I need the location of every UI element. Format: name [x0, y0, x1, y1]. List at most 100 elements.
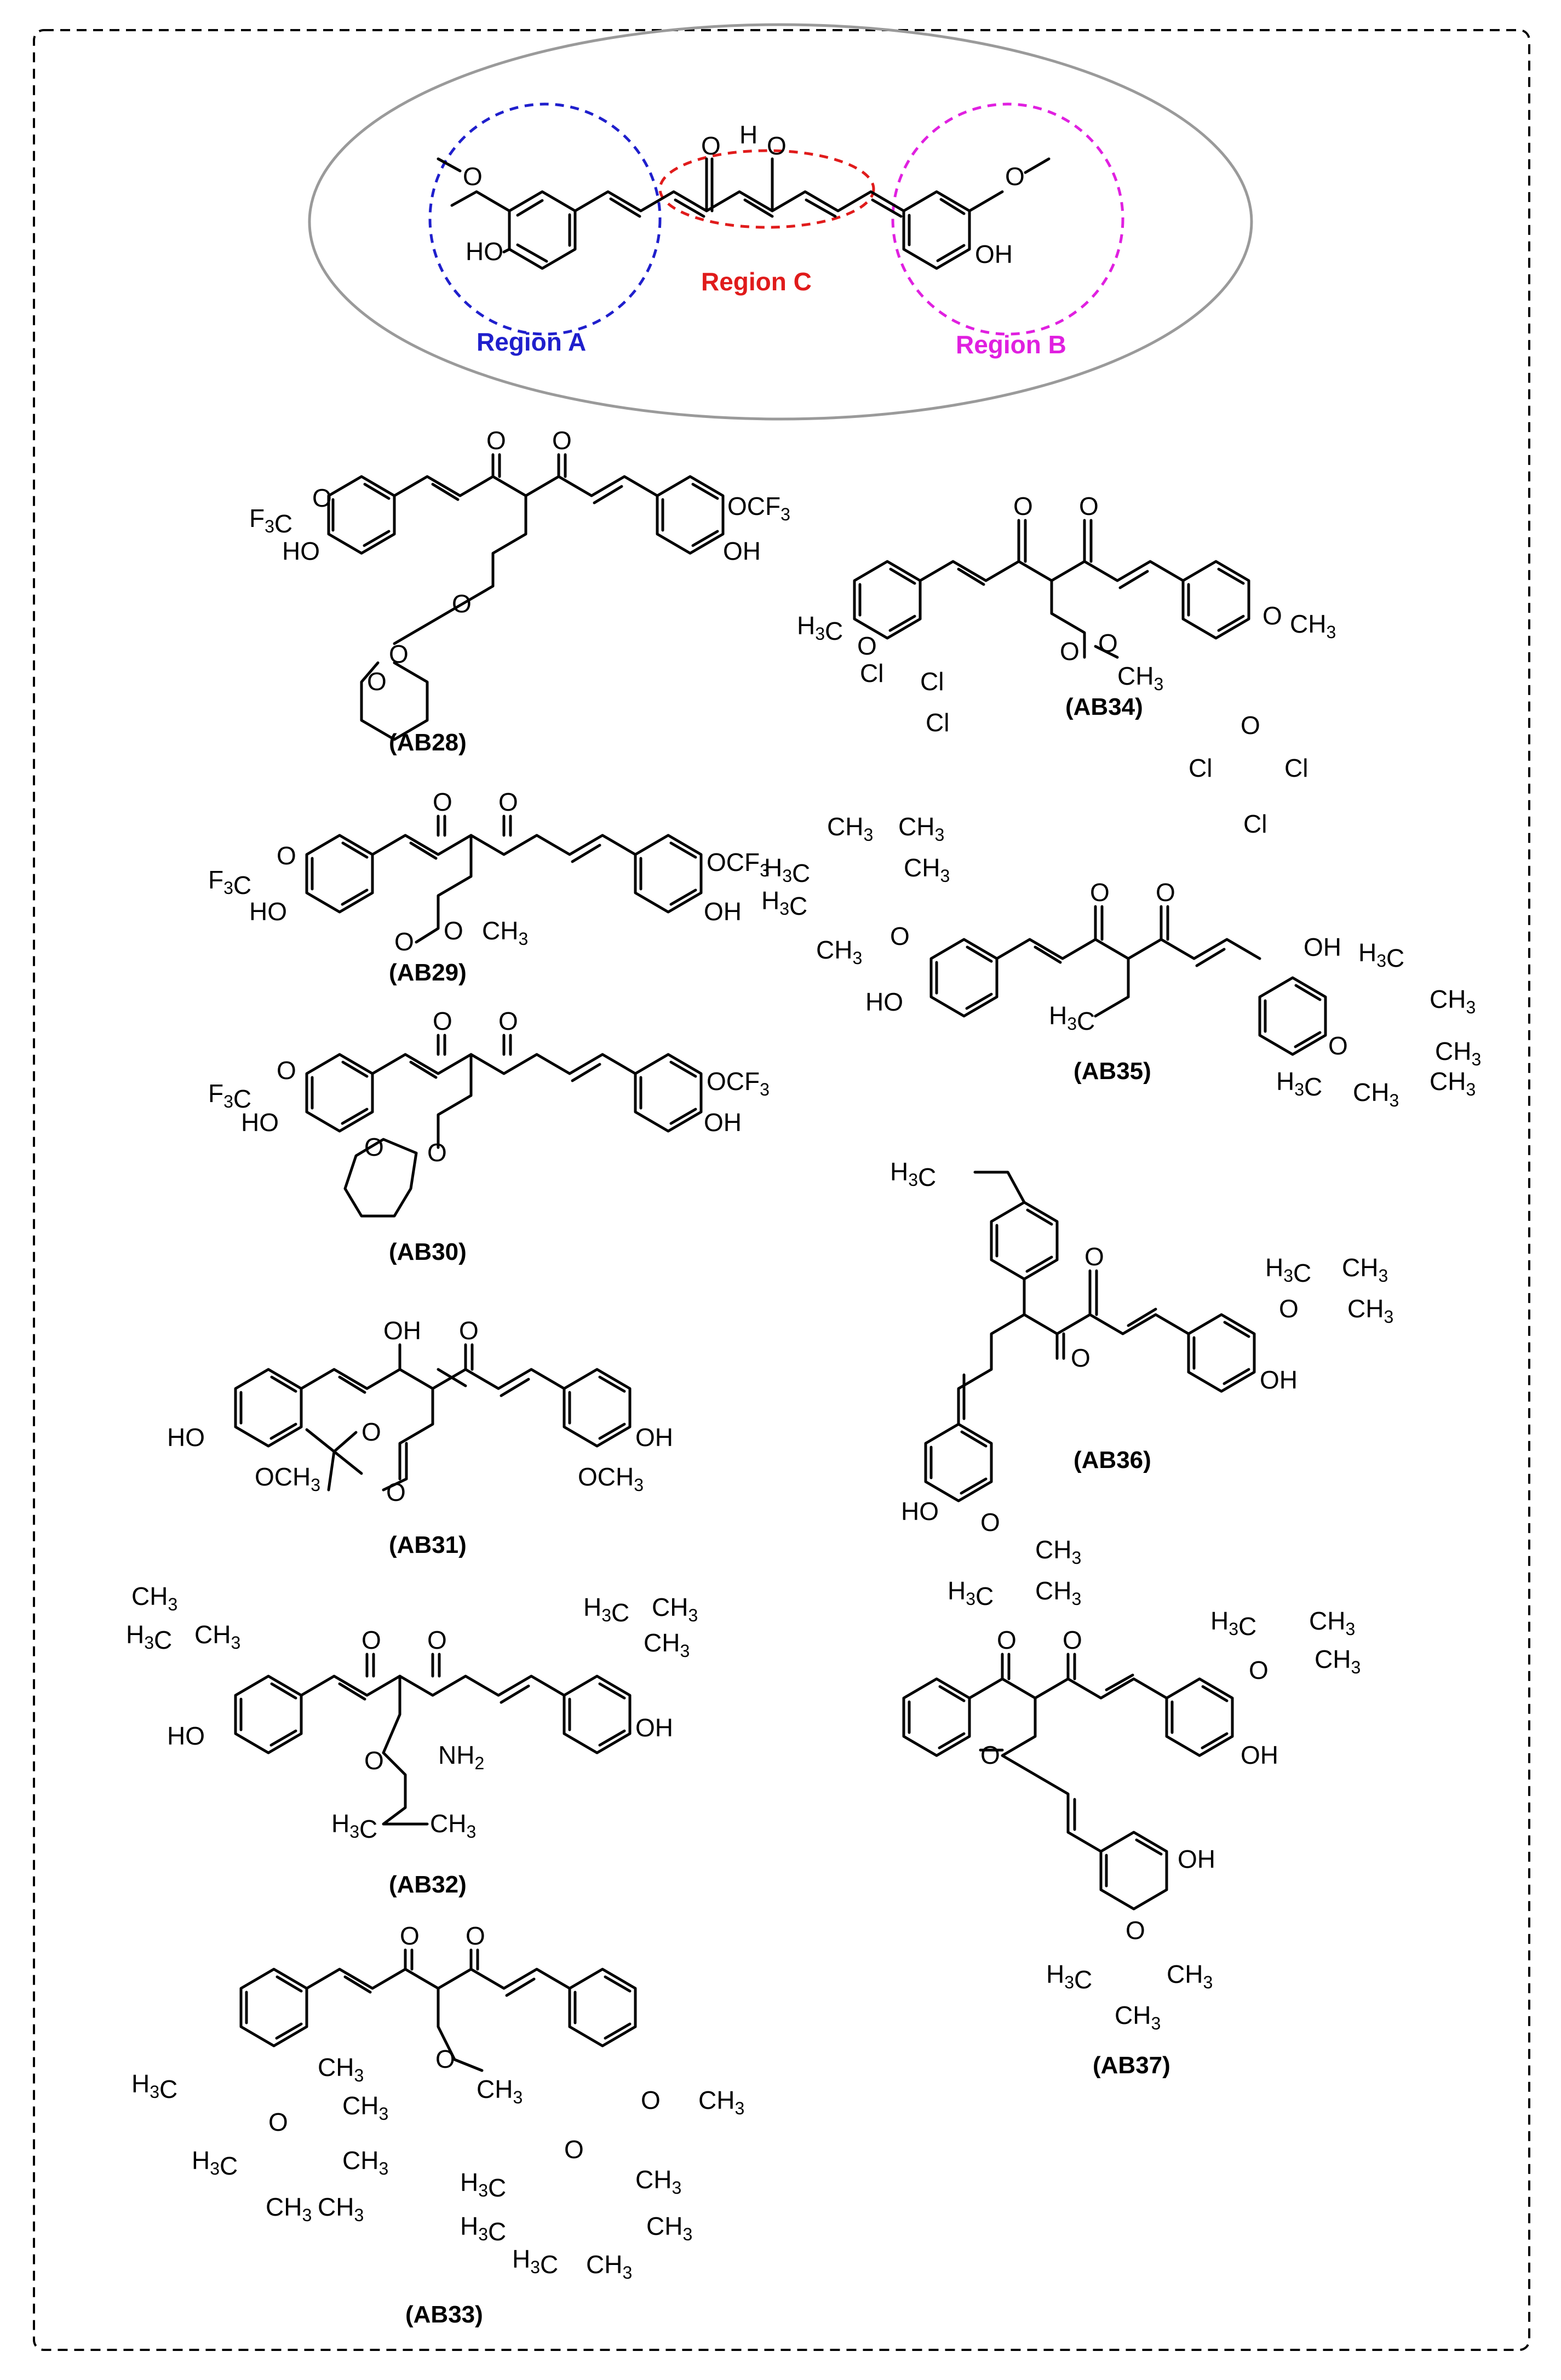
- svg-text:OH: OH: [383, 1316, 421, 1345]
- svg-text:Cl: Cl: [1189, 754, 1212, 782]
- svg-text:O: O: [1060, 637, 1080, 666]
- svg-text:HO: HO: [167, 1423, 205, 1452]
- svg-text:CH3: CH3: [646, 2212, 692, 2244]
- svg-text:CH3: CH3: [1435, 1037, 1481, 1069]
- svg-text:H3C: H3C: [797, 611, 843, 645]
- region-a-circle: [428, 102, 662, 336]
- svg-text:CH3: CH3: [1309, 1607, 1355, 1639]
- svg-text:OCF3: OCF3: [727, 492, 790, 524]
- svg-text:CH3: CH3: [477, 2075, 523, 2107]
- svg-text:OH: OH: [1304, 933, 1341, 961]
- svg-text:OH: OH: [704, 1108, 742, 1137]
- svg-text:O: O: [427, 1138, 447, 1167]
- region-b-circle: [891, 102, 1124, 336]
- svg-text:O: O: [1249, 1656, 1269, 1684]
- compound-ab32: O O CH3 H3C CH3 HO H3C CH3 CH3 OH O NH2 …: [126, 1582, 698, 1898]
- svg-text:F3C: F3C: [208, 865, 251, 899]
- svg-text:H3C: H3C: [764, 853, 810, 887]
- svg-text:O: O: [1071, 1344, 1091, 1372]
- svg-text:O: O: [364, 1746, 384, 1775]
- svg-text:CH3: CH3: [586, 2250, 632, 2282]
- left-methoxy-o: O: [463, 162, 483, 191]
- svg-text:O: O: [1279, 1294, 1299, 1323]
- svg-text:H3C: H3C: [1265, 1253, 1311, 1287]
- svg-text:O: O: [364, 1133, 384, 1161]
- svg-text:HO: HO: [241, 1108, 279, 1137]
- svg-text:O: O: [1328, 1031, 1348, 1060]
- svg-text:O: O: [452, 589, 472, 618]
- svg-text:H3C: H3C: [1046, 1960, 1092, 1994]
- svg-text:H3C: H3C: [1358, 938, 1404, 972]
- label-ab28: (AB28): [389, 729, 467, 756]
- label-ab30: (AB30): [389, 1238, 467, 1265]
- label-ab37: (AB37): [1093, 2052, 1170, 2079]
- svg-text:H3C: H3C: [126, 1620, 172, 1654]
- svg-text:CH3: CH3: [644, 1628, 690, 1661]
- svg-text:O: O: [980, 1508, 1000, 1536]
- svg-text:CH3: CH3: [131, 1582, 177, 1614]
- svg-text:CH3: CH3: [1290, 610, 1336, 642]
- compound-ab37: O O O H3C CH3 O CH3 OH OH O H3C CH3 CH3 …: [902, 1607, 1361, 2079]
- svg-text:CH3: CH3: [1430, 985, 1476, 1017]
- svg-text:CH3: CH3: [1035, 1576, 1081, 1609]
- svg-text:H3C: H3C: [1210, 1607, 1256, 1641]
- compound-ab35: O O CH3 CH3 H3C CH3 H3C O CH3 HO H3C OH …: [761, 812, 1481, 1110]
- label-ab34: (AB34): [1065, 693, 1143, 720]
- svg-text:O: O: [312, 484, 332, 512]
- compound-ab33: O O H3C O CH3 CH3 H3C CH3 CH3 CH3 O CH3 …: [131, 1922, 744, 2328]
- svg-text:O: O: [1090, 878, 1110, 907]
- svg-text:H3C: H3C: [131, 2069, 177, 2103]
- svg-text:CH3: CH3: [816, 936, 862, 968]
- region-b-label: Region B: [956, 330, 1066, 359]
- label-ab32: (AB32): [389, 1871, 467, 1898]
- compound-ab36: O O H3C H3C CH3 O CH3 OH HO O CH3 H3C CH…: [890, 1157, 1393, 1610]
- svg-text:O: O: [552, 426, 572, 455]
- svg-text:O: O: [268, 2108, 288, 2136]
- svg-text:O: O: [1098, 629, 1118, 657]
- curcumin-structure: O HO O H O O OH Region A Region C Region…: [308, 23, 1253, 421]
- svg-text:CH3: CH3: [1430, 1067, 1476, 1099]
- svg-text:O: O: [1084, 1242, 1104, 1271]
- svg-text:OCH3: OCH3: [578, 1463, 644, 1495]
- compound-ab29: O O F3C O HO OCF3 OH O O CH3 (AB29): [208, 788, 770, 986]
- figure-frame: [33, 29, 1530, 2351]
- enol-o-right: O: [767, 131, 787, 160]
- svg-text:O: O: [1013, 492, 1033, 520]
- svg-text:CH3: CH3: [342, 2091, 388, 2124]
- svg-text:CH3: CH3: [652, 1593, 698, 1625]
- svg-text:CH3: CH3: [1342, 1253, 1388, 1286]
- svg-text:O: O: [1241, 711, 1260, 739]
- svg-text:O: O: [277, 841, 296, 870]
- left-hydroxyl: HO: [466, 237, 503, 266]
- svg-text:O: O: [857, 632, 877, 660]
- label-ab29: (AB29): [389, 959, 467, 986]
- svg-text:O: O: [444, 916, 463, 945]
- region-c-ellipse: [658, 149, 875, 229]
- right-hydroxyl: OH: [975, 240, 1013, 268]
- svg-text:OH: OH: [1241, 1741, 1278, 1769]
- svg-text:F3C: F3C: [208, 1079, 251, 1113]
- svg-text:OCH3: OCH3: [255, 1463, 320, 1495]
- svg-text:O: O: [361, 1418, 381, 1446]
- svg-text:H3C: H3C: [1049, 1001, 1095, 1035]
- svg-text:CH3: CH3: [266, 2193, 312, 2225]
- svg-text:O: O: [564, 2135, 584, 2164]
- svg-text:O: O: [641, 2086, 661, 2114]
- svg-text:O: O: [433, 788, 452, 816]
- svg-text:CH3: CH3: [1315, 1645, 1361, 1677]
- svg-text:O: O: [435, 2045, 455, 2073]
- svg-text:OH: OH: [1178, 1845, 1215, 1873]
- svg-text:HO: HO: [249, 897, 287, 926]
- svg-text:OH: OH: [635, 1423, 673, 1452]
- svg-text:CH3: CH3: [482, 916, 528, 949]
- svg-text:O: O: [1063, 1626, 1082, 1654]
- svg-text:CH3: CH3: [1353, 1078, 1399, 1110]
- svg-text:O: O: [980, 1741, 1000, 1769]
- svg-text:OH: OH: [635, 1713, 673, 1742]
- svg-text:CH3: CH3: [194, 1620, 240, 1653]
- svg-text:OCF3: OCF3: [707, 848, 770, 880]
- svg-text:CH3: CH3: [698, 2086, 744, 2118]
- svg-text:F3C: F3C: [249, 504, 292, 538]
- svg-text:CH3: CH3: [635, 2165, 681, 2198]
- label-ab35: (AB35): [1074, 1058, 1151, 1085]
